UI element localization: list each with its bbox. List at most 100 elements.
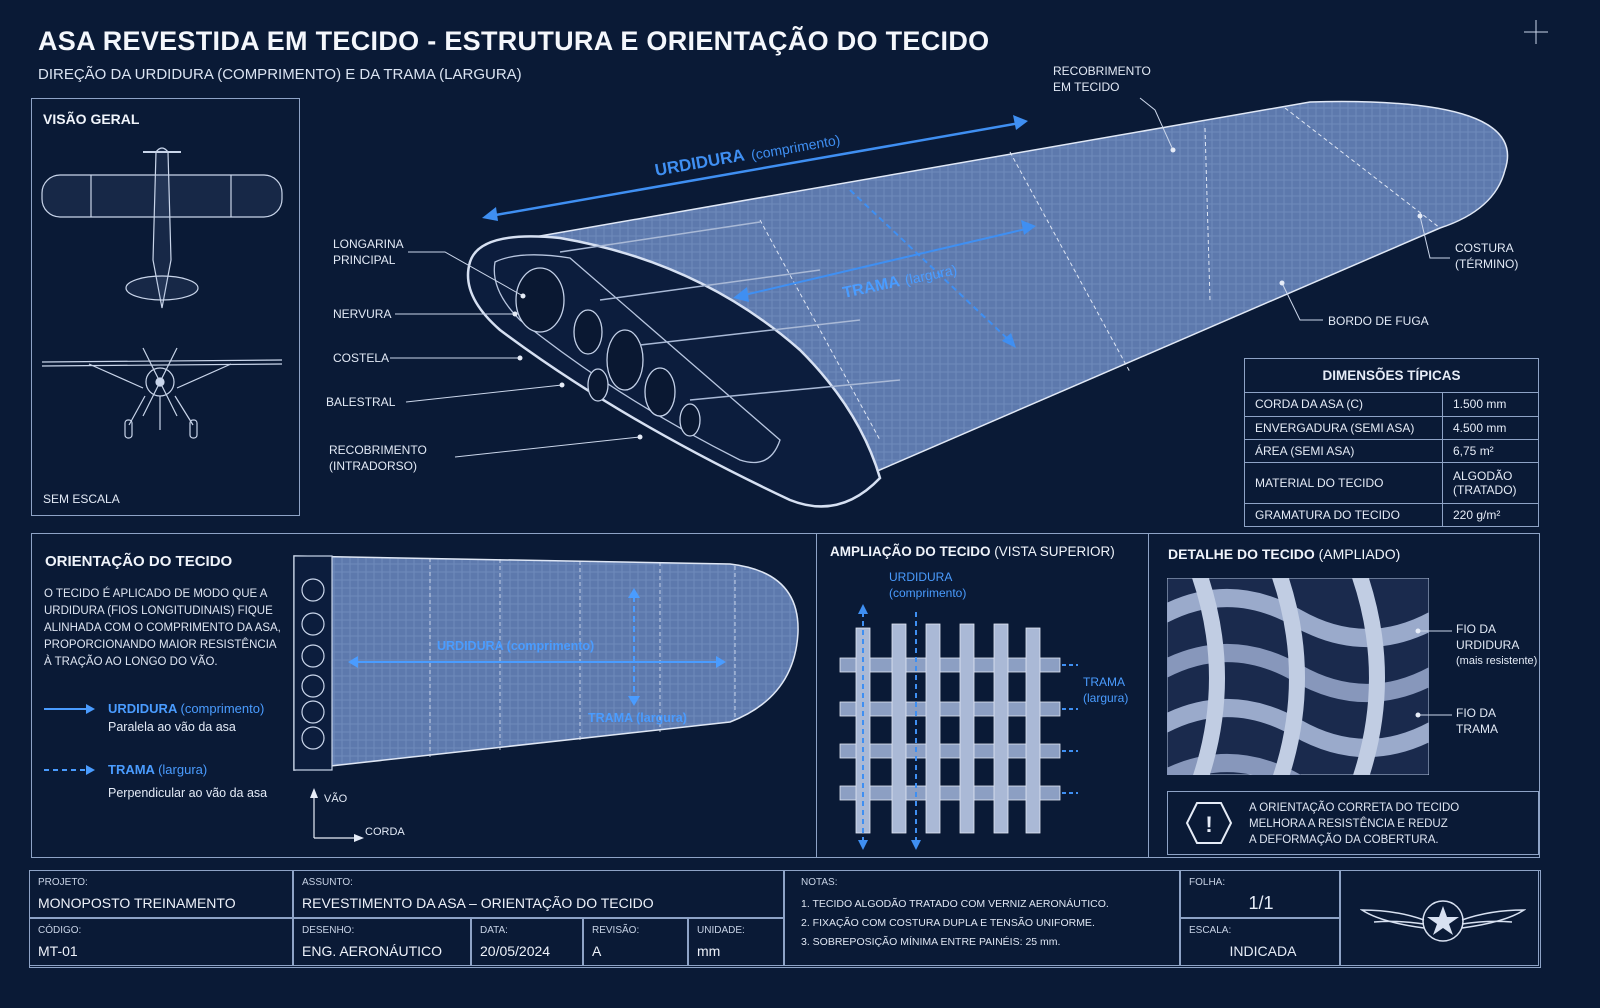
dim-value-line-1: ALGODÃO	[1453, 468, 1513, 483]
dimensions-table: DIMENSÕES TÍPICAS CORDA DA ASA (C) 1.500…	[1244, 357, 1539, 528]
overview-panel	[31, 98, 300, 516]
detail-title-main: DETALHE DO TECIDO	[1168, 546, 1315, 562]
detail-weft-1: FIO DA	[1456, 706, 1497, 720]
mag-weft-arrows	[1062, 664, 1078, 794]
warning-text-3: A DEFORMAÇÃO DA COBERTURA.	[1249, 834, 1439, 846]
detail-warp-2: URDIDURA	[1456, 638, 1520, 652]
label-lower-cover-2: (INTRADORSO)	[329, 459, 417, 473]
detail-leader-lines	[1415, 628, 1452, 718]
fabric-closeup-illustration	[1167, 578, 1429, 775]
tb-drawing-cap: DESENHO:	[302, 925, 355, 936]
dim-value: 4.500 mm	[1442, 415, 1539, 440]
legend-weft-desc: Perpendicular ao vão da asa	[108, 786, 268, 800]
axis-chord-label: CORDA	[365, 826, 405, 838]
magnification-title: AMPLIAÇÃO DO TECIDO (VISTA SUPERIOR)	[830, 544, 1115, 559]
table-row: CORDA DA ASA (C) 1.500 mm	[1244, 392, 1539, 417]
legend-warp-sub: (comprimento)	[180, 701, 265, 716]
tb-scale-cap: ESCALA:	[1189, 925, 1232, 936]
weft-arrow-3d	[733, 189, 1036, 348]
mag-warp-2: (comprimento)	[889, 586, 967, 600]
tb-note-3: 3. SOBREPOSIÇÃO MÍNIMA ENTRE PAINÉIS: 25…	[801, 936, 1061, 948]
scale-note: SEM ESCALA	[43, 492, 120, 506]
plan-weft-arrow	[628, 588, 640, 706]
tb-unit: UNIDADE: mm	[688, 918, 784, 966]
dim-label: ENVERGADURA (SEMI ASA)	[1244, 415, 1443, 440]
page-subtitle: DIREÇÃO DA URDIDURA (COMPRIMENTO) E DA T…	[38, 66, 522, 83]
tb-date-cap: DATA:	[480, 925, 508, 936]
axis-span-label: VÃO	[324, 793, 348, 805]
mag-warp-arrows	[858, 604, 921, 850]
svg-text:!: !	[1205, 812, 1212, 837]
tb-note-1: 1. TECIDO ALGODÃO TRATADO COM VERNIZ AER…	[801, 898, 1109, 910]
warp-sub-3d: (comprimento)	[750, 132, 842, 163]
tb-project: PROJETO: MONOPOSTO TREINAMENTO	[29, 870, 293, 918]
warning-icon: !	[1185, 802, 1233, 844]
legend-warp-label: URDIDURA (comprimento)	[108, 700, 264, 717]
tb-code-val: MT-01	[38, 943, 78, 959]
legend-weft-label: TRAMA (largura)	[108, 761, 207, 778]
label-lower-cover-1: RECOBRIMENTO	[329, 443, 427, 457]
label-costela: COSTELA	[333, 351, 390, 365]
dim-value-line-2: (TRATADO)	[1453, 482, 1517, 497]
wing-3d-illustration: URDIDURA (comprimento) TRAMA (largura)	[390, 97, 1509, 508]
orientation-desc-2: URDIDURA (FIOS LONGITUDINAIS) FIQUE	[44, 605, 273, 617]
axis-indicator	[310, 788, 364, 842]
mag-weft-1: TRAMA	[1083, 675, 1125, 689]
legend-warp-name: URDIDURA	[108, 701, 177, 716]
magnification-title-sub: (VISTA SUPERIOR)	[994, 544, 1115, 559]
mag-warp-1: URDIDURA	[889, 570, 953, 584]
dim-label: ÁREA (SEMI ASA)	[1244, 438, 1443, 464]
label-balestral: BALESTRAL	[326, 395, 396, 409]
dim-label: GRAMATURA DO TECIDO	[1244, 502, 1443, 528]
tb-rev-cap: REVISÃO:	[592, 925, 640, 936]
dim-label: CORDA DA ASA (C)	[1244, 392, 1443, 417]
overview-title: VISÃO GERAL	[43, 111, 140, 127]
crosshair-icon	[1524, 20, 1548, 44]
tb-sheet-val: 1/1	[1248, 893, 1274, 913]
detail-panel	[1148, 533, 1540, 858]
tb-date: DATA: 20/05/2024	[471, 918, 583, 966]
label-spar-1: LONGARINA	[333, 237, 404, 251]
label-cover-2: EM TECIDO	[1053, 80, 1120, 94]
warning-text-2: MELHORA A RESISTÊNCIA E REDUZ	[1249, 818, 1448, 830]
orientation-desc-5: À TRAÇÃO AO LONGO DO VÃO.	[44, 656, 218, 668]
orientation-title: ORIENTAÇÃO DO TECIDO	[45, 553, 233, 570]
top-view-aircraft	[41, 147, 283, 309]
front-view-aircraft	[41, 347, 283, 439]
wing-plan-view	[293, 555, 799, 771]
warning-text-1: A ORIENTAÇÃO CORRETA DO TECIDO	[1249, 802, 1460, 814]
table-row: GRAMATURA DO TECIDO 220 g/m²	[1244, 502, 1539, 528]
plan-weft-label: TRAMA (largura)	[588, 711, 687, 725]
tb-notes-cap: NOTAS:	[801, 877, 838, 888]
tb-sheet-cap: FOLHA:	[1189, 877, 1226, 888]
plan-warp-label: URDIDURA (comprimento)	[437, 639, 595, 653]
dim-value: 220 g/m²	[1442, 502, 1539, 528]
table-row: ÁREA (SEMI ASA) 6,75 m²	[1244, 438, 1539, 464]
legend-arrows	[44, 704, 95, 775]
warp-arrow-3d	[482, 115, 1028, 221]
legend-warp-desc: Paralela ao vão da asa	[108, 720, 236, 734]
legend-weft-sub: (largura)	[158, 762, 208, 777]
label-trailing-edge: BORDO DE FUGA	[1328, 314, 1429, 328]
detail-title-sub: (AMPLIADO)	[1318, 546, 1401, 562]
table-row: MATERIAL DO TECIDO ALGODÃO(TRATADO)	[1244, 462, 1539, 504]
tb-subject-val: REVESTIMENTO DA ASA – ORIENTAÇÃO DO TECI…	[302, 895, 654, 911]
wing-root-structure	[466, 221, 901, 508]
label-rib: NERVURA	[333, 307, 392, 321]
tb-scale-val: INDICADA	[1229, 943, 1297, 959]
tb-drawing: DESENHO: ENG. AERONÁUTICO	[293, 918, 471, 966]
dim-value: ALGODÃO(TRATADO)	[1442, 462, 1539, 504]
table-row: ENVERGADURA (SEMI ASA) 4.500 mm	[1244, 415, 1539, 440]
legend-weft-name: TRAMA	[108, 762, 155, 777]
tb-project-cap: PROJETO:	[38, 877, 88, 888]
tb-subject-cap: ASSUNTO:	[302, 877, 353, 888]
tb-logo-cell	[1340, 870, 1539, 966]
tb-project-val: MONOPOSTO TREINAMENTO	[38, 895, 236, 911]
plan-warp-arrow	[348, 656, 726, 668]
label-spar-2: PRINCIPAL	[333, 253, 396, 267]
label-seam-2: (TÉRMINO)	[1455, 257, 1519, 271]
orientation-desc-4: PROPORCIONANDO MAIOR RESISTÊNCIA	[44, 639, 277, 651]
tb-drawing-val: ENG. AERONÁUTICO	[302, 943, 443, 959]
orientation-desc-3: ALINHADA COM O COMPRIMENTO DA ASA,	[44, 622, 281, 634]
warp-legend-arrow	[44, 704, 95, 714]
